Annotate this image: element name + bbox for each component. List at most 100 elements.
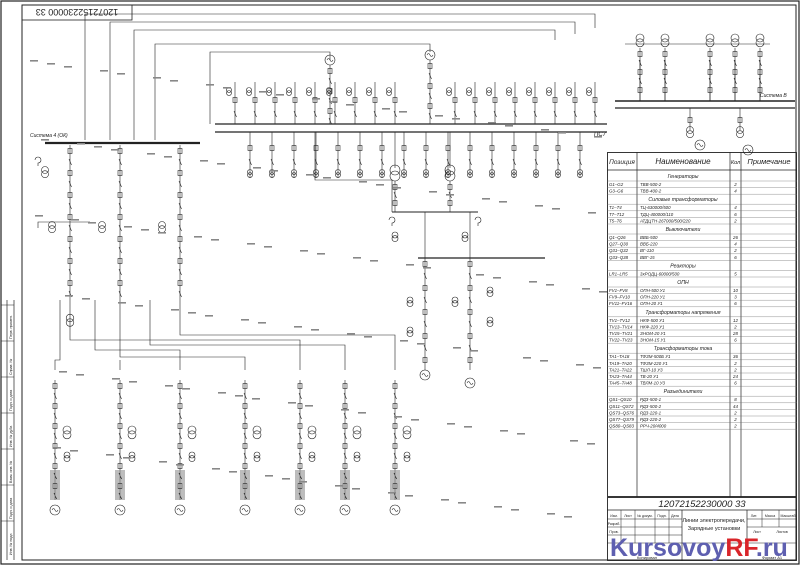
breaker-symbol bbox=[52, 463, 58, 469]
equipment-tag-mark bbox=[470, 350, 478, 352]
breaker-symbol bbox=[422, 333, 428, 339]
equipment-tag-mark bbox=[376, 184, 384, 186]
table-cell-name: ВВБ-500 bbox=[640, 235, 658, 240]
table-cell-qty: 5 bbox=[734, 271, 737, 276]
equipment-tag-mark bbox=[305, 405, 313, 407]
breaker-symbol bbox=[732, 69, 738, 75]
disconnector-symbol bbox=[253, 110, 257, 118]
disconnector-symbol bbox=[513, 110, 517, 118]
transformer-winding-symbol bbox=[286, 87, 292, 93]
disconnector-symbol bbox=[708, 59, 712, 67]
disconnector-symbol bbox=[178, 432, 182, 440]
equipment-tag-mark bbox=[288, 402, 296, 404]
transformer-winding-symbol bbox=[62, 425, 72, 435]
transformer-winding-symbol bbox=[402, 425, 412, 435]
generator-symbol bbox=[694, 139, 706, 151]
disconnector-symbol bbox=[573, 110, 577, 118]
table-cell-name: НКФ-500 У1 bbox=[640, 318, 665, 323]
transformer-winding-symbol bbox=[326, 90, 332, 96]
disconnector-symbol bbox=[68, 268, 72, 276]
equipment-tag-mark bbox=[453, 347, 461, 349]
transformer-winding-symbol bbox=[307, 425, 317, 435]
breaker-symbol bbox=[67, 148, 73, 154]
breaker-symbol bbox=[757, 87, 763, 93]
equipment-tag-mark bbox=[335, 485, 343, 487]
stamp-developer: Разраб. bbox=[608, 522, 621, 526]
breaker-symbol bbox=[452, 97, 458, 103]
breaker-symbol bbox=[269, 145, 275, 151]
disconnector-symbol bbox=[53, 412, 57, 420]
breaker-symbol bbox=[592, 97, 598, 103]
breaker-symbol bbox=[117, 236, 123, 242]
table-cell-qty: 8 bbox=[734, 397, 737, 402]
table-cell-qty: 6 bbox=[734, 338, 737, 343]
table-section-title: Разъединители bbox=[664, 389, 703, 395]
stamp-copied: Копировал bbox=[637, 555, 658, 560]
breaker-symbol bbox=[117, 403, 123, 409]
breaker-symbol bbox=[177, 258, 183, 264]
equipment-tag-mark bbox=[588, 212, 596, 214]
disconnector-symbol bbox=[53, 432, 57, 440]
connection-lines bbox=[37, 13, 795, 370]
disconnector-symbol bbox=[428, 92, 432, 100]
transformer-winding-symbol bbox=[253, 455, 261, 462]
breaker-symbol bbox=[637, 87, 643, 93]
disconnector-symbol bbox=[68, 202, 72, 210]
equipment-tag-mark bbox=[511, 509, 519, 511]
table-cell-position: Т1–Т4 bbox=[609, 205, 622, 210]
transformer-winding-symbol bbox=[357, 172, 363, 178]
breaker-symbol bbox=[52, 383, 58, 389]
breaker-symbol bbox=[427, 63, 433, 69]
generator-wave-symbol bbox=[116, 508, 124, 512]
equipment-tag-mark bbox=[505, 125, 513, 127]
breaker-symbol bbox=[555, 145, 561, 151]
equipment-tag-mark bbox=[265, 475, 273, 477]
transformer-winding-symbol bbox=[357, 169, 363, 175]
transformer-winding-symbol bbox=[461, 235, 469, 242]
breaker-symbol bbox=[422, 309, 428, 315]
title-drawing-code: 12072152230000 33 bbox=[658, 499, 746, 510]
generator-wave-symbol bbox=[51, 508, 59, 512]
disconnector-symbol bbox=[178, 290, 182, 298]
disconnector-symbol bbox=[758, 59, 762, 67]
watermark-part-2: RF bbox=[725, 534, 756, 562]
breaker-symbol bbox=[467, 309, 473, 315]
transformer-winding-symbol bbox=[486, 316, 494, 324]
equipment-tag-mark bbox=[35, 215, 43, 217]
equipment-tag-mark bbox=[171, 309, 179, 311]
generator-wave-symbol bbox=[326, 58, 334, 62]
table-cell-position: Т7–Т12 bbox=[609, 212, 625, 217]
generator-wave-symbol bbox=[744, 148, 752, 152]
breaker-symbol bbox=[177, 403, 183, 409]
table-cell-qty: 4 bbox=[734, 205, 737, 210]
table-cell-position: QS1–QS10 bbox=[609, 397, 632, 402]
breaker-symbol bbox=[342, 443, 348, 449]
disconnector-symbol bbox=[68, 180, 72, 188]
disconnector-symbol bbox=[468, 296, 472, 304]
table-cell-qty: 10 bbox=[733, 288, 738, 293]
breaker-symbol bbox=[177, 383, 183, 389]
equipment-tag-mark bbox=[529, 281, 537, 283]
equipment-tag-mark bbox=[229, 471, 237, 473]
equipment-tag-mark bbox=[159, 461, 167, 463]
disconnector-symbol bbox=[178, 268, 182, 276]
equipment-tag-mark bbox=[446, 194, 454, 196]
breaker-symbol bbox=[242, 443, 248, 449]
disconnector-symbol bbox=[393, 191, 397, 199]
equipment-tag-mark bbox=[500, 430, 508, 432]
generator-symbol bbox=[114, 504, 126, 516]
breaker-symbol bbox=[117, 258, 123, 264]
generator-wave-symbol bbox=[466, 381, 474, 385]
breaker-symbol bbox=[177, 148, 183, 154]
disconnector-symbol bbox=[343, 412, 347, 420]
breaker-symbol bbox=[52, 423, 58, 429]
transformer-winding-symbol bbox=[246, 87, 252, 93]
transformer-winding-symbol bbox=[246, 90, 252, 96]
transformer-winding-symbol bbox=[446, 90, 452, 96]
table-cell-position: Q27–Q30 bbox=[609, 242, 629, 247]
equipment-tag-mark bbox=[494, 506, 502, 508]
equipment-tag-mark bbox=[299, 481, 307, 483]
breaker-symbol bbox=[552, 97, 558, 103]
transformer-winding-symbol bbox=[486, 87, 492, 93]
breaker-symbol bbox=[512, 97, 518, 103]
